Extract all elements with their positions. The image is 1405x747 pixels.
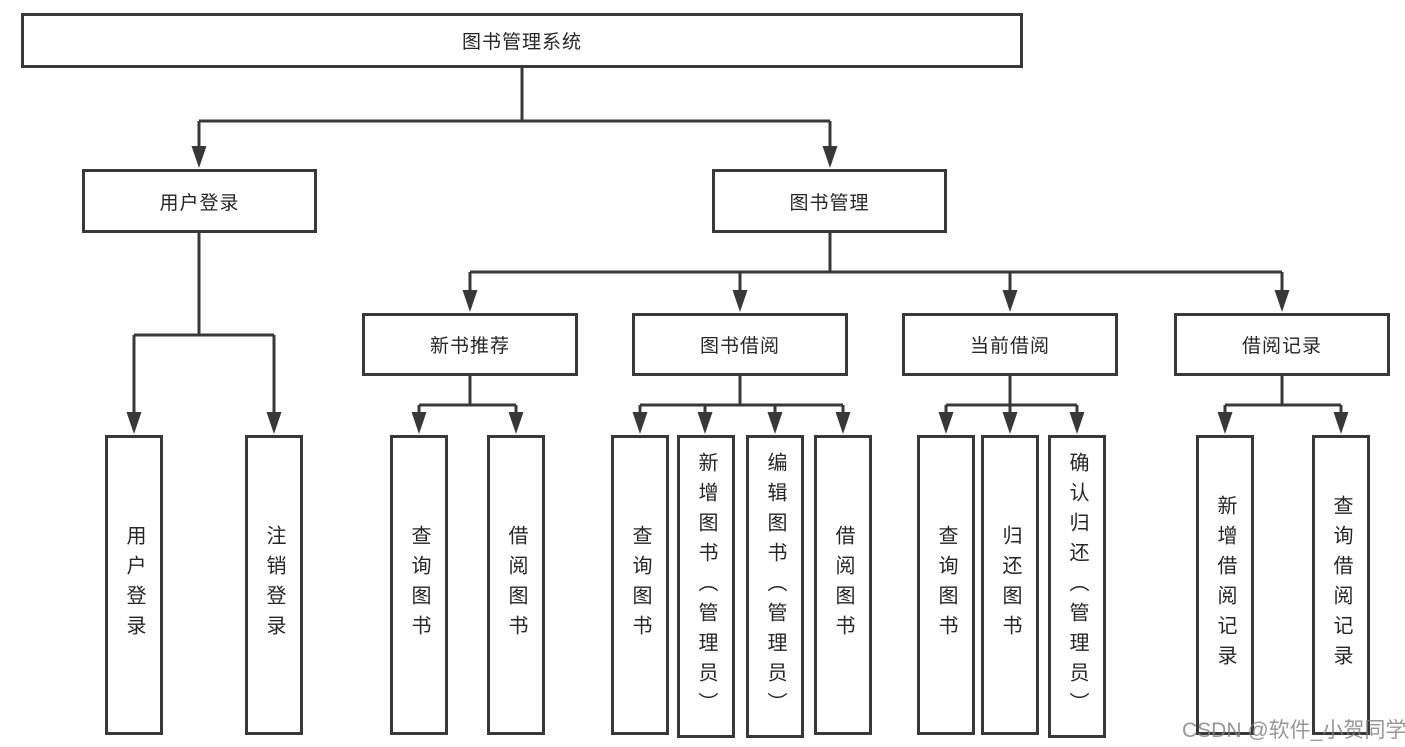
node-label: 新书推荐 [429, 336, 510, 357]
node-label: 借阅图书 [832, 525, 854, 645]
leaf-query-books-current: 查询图书 [917, 435, 975, 735]
leaf-query-books-recommend: 查询图书 [390, 435, 448, 735]
node-label: 图书管理 [789, 192, 870, 214]
node-new-book-recommendation: 新书推荐 [362, 313, 578, 376]
node-label: 新增借阅记录 [1214, 495, 1236, 675]
node-label: 新增图书（管理员） [695, 451, 717, 722]
leaf-add-borrow-record: 新增借阅记录 [1196, 435, 1254, 735]
node-library-management-system: 图书管理系统 [21, 13, 1023, 68]
leaf-edit-books-admin: 编辑图书（管理员） [746, 435, 804, 738]
node-label: 借阅图书 [505, 525, 527, 645]
node-book-management: 图书管理 [712, 169, 947, 233]
node-label: 用户登录 [159, 192, 240, 214]
leaf-user-login: 用户登录 [105, 435, 163, 735]
node-label: 图书管理系统 [461, 32, 582, 53]
node-label: 查询图书 [408, 525, 430, 645]
leaf-query-books-borrowing: 查询图书 [611, 435, 669, 735]
leaf-confirm-return-admin: 确认归还（管理员） [1048, 435, 1106, 738]
leaf-add-books-admin: 新增图书（管理员） [677, 435, 735, 738]
leaf-borrow-books-recommend: 借阅图书 [487, 435, 545, 735]
node-label: 编辑图书（管理员） [764, 451, 786, 722]
node-label: 当前借阅 [969, 336, 1050, 357]
csdn-watermark: CSDN @软件_小贺同学 [1182, 719, 1405, 742]
node-borrowing-records: 借阅记录 [1174, 313, 1390, 376]
leaf-borrow-books-borrowing: 借阅图书 [814, 435, 872, 735]
node-user-login: 用户登录 [82, 169, 317, 233]
leaf-logout-login: 注销登录 [245, 435, 303, 735]
leaf-return-books: 归还图书 [981, 435, 1039, 735]
node-label: 注销登录 [263, 525, 285, 645]
node-label: 查询借阅记录 [1330, 495, 1352, 675]
node-current-borrowing: 当前借阅 [902, 313, 1118, 376]
node-book-borrowing: 图书借阅 [632, 313, 848, 376]
node-label: 确认归还（管理员） [1066, 451, 1088, 722]
node-label: 借阅记录 [1241, 336, 1322, 357]
node-label: 查询图书 [629, 525, 651, 645]
node-label: 图书借阅 [699, 336, 780, 357]
node-label: 归还图书 [999, 525, 1021, 645]
leaf-query-borrow-record: 查询借阅记录 [1312, 435, 1370, 735]
node-label: 查询图书 [935, 525, 957, 645]
node-label: 用户登录 [123, 525, 145, 645]
